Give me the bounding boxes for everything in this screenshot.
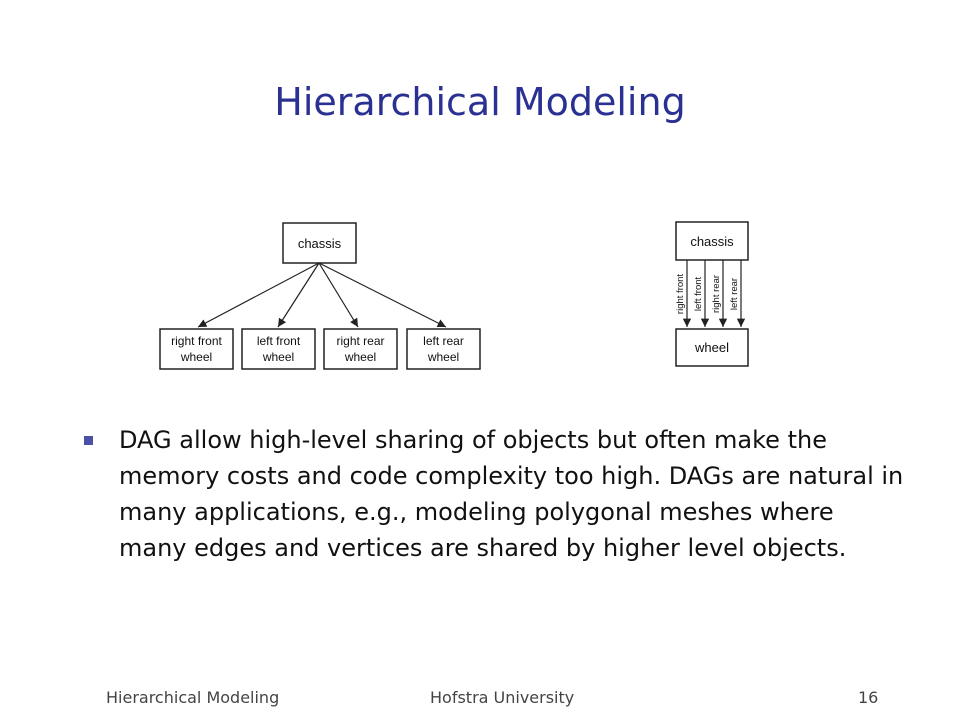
tree-child-node — [159, 328, 234, 370]
tree-root-label: chassis — [298, 236, 342, 251]
tree-child-node — [241, 328, 316, 370]
dag-edge-label: left front — [693, 276, 704, 311]
dag-edge-label: left rear — [729, 278, 740, 310]
tree-child-label: left rear — [423, 334, 464, 348]
dag-edge-label: right rear — [711, 275, 722, 313]
tree-root-node — [282, 222, 357, 264]
dag-root-node — [675, 221, 749, 261]
diagrams: chassis right front wheel left front whe… — [159, 221, 749, 370]
footer-institution: Hofstra University — [430, 688, 575, 707]
tree-child-label: wheel — [262, 350, 294, 364]
tree-edge — [318, 262, 447, 328]
tree-child-label: right front — [171, 334, 222, 348]
tree-child-node — [406, 328, 481, 370]
dag-child-label: wheel — [694, 340, 729, 355]
tree-child-label: left front — [257, 334, 301, 348]
dag-edge-label: right front — [675, 274, 686, 314]
tree-edge — [197, 262, 320, 328]
dag-child-node — [675, 328, 749, 367]
tree-child-label: wheel — [427, 350, 459, 364]
bullet-square-icon — [84, 436, 93, 445]
dag-diagram: chassis right front left front right rea… — [675, 221, 749, 367]
tree-child-node — [323, 328, 398, 370]
tree-diagram: chassis right front wheel left front whe… — [159, 222, 481, 370]
dag-root-label: chassis — [690, 234, 734, 249]
tree-edge — [277, 262, 320, 328]
tree-child-label: wheel — [344, 350, 376, 364]
page-number: 16 — [858, 688, 879, 707]
tree-child-label: wheel — [180, 350, 212, 364]
footer-title: Hierarchical Modeling — [106, 688, 280, 707]
bullet-list: DAG allow high-level sharing of objects … — [84, 422, 904, 566]
tree-child-label: right rear — [336, 334, 384, 348]
bullet-text: DAG allow high-level sharing of objects … — [119, 426, 904, 562]
slide-title: Hierarchical Modeling — [274, 80, 686, 124]
tree-edge — [318, 262, 359, 328]
